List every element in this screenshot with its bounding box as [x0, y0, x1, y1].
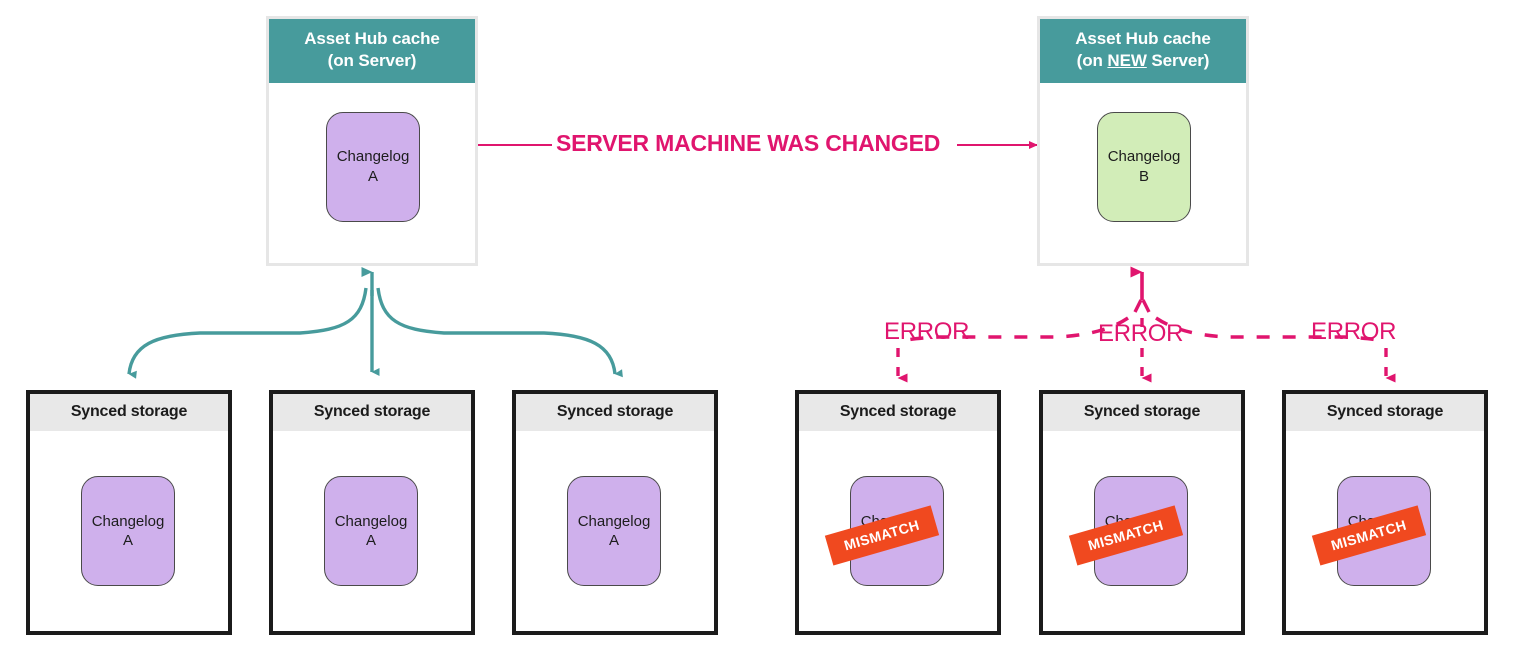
hub-title-line2-post: Server): [1146, 50, 1210, 70]
error-label-1: ERROR: [884, 318, 970, 345]
changelog-label: Changelog: [1107, 148, 1181, 165]
error-label-3: ERROR: [1311, 318, 1397, 345]
synced-storage-title: Synced storage: [273, 394, 471, 431]
asset-hub-cache-new-title: Asset Hub cache (on NEW Server): [1040, 19, 1246, 83]
asset-hub-cache-new-body: Changelog B: [1040, 83, 1246, 265]
synced-storage-right-3: Synced storage Changelog A MISMATCH: [1282, 390, 1488, 635]
synced-storage-title: Synced storage: [1286, 394, 1484, 431]
synced-storage-body: Changelog A MISMATCH: [799, 431, 997, 628]
hub-title-line2-post: Server): [358, 50, 417, 70]
synced-storage-body: Changelog A: [516, 431, 714, 628]
hub-title-line1: Asset Hub cache: [304, 29, 440, 48]
synced-storage-left-3: Synced storage Changelog A: [512, 390, 718, 635]
changelog-a-left-2: Changelog A: [324, 476, 418, 586]
error-arrow-up-hub: [1130, 266, 1151, 313]
synced-storage-body: Changelog A: [273, 431, 471, 628]
asset-hub-cache-old-title: Asset Hub cache (on Server): [269, 19, 475, 83]
changelog-a-left-3: Changelog A: [567, 476, 661, 586]
synced-storage-right-1: Synced storage Changelog A MISMATCH: [795, 390, 1001, 635]
server-machine-changed-label: SERVER MACHINE WAS CHANGED: [556, 130, 941, 156]
hub-title-line1: Asset Hub cache: [1075, 29, 1211, 48]
changelog-b-hub-new: Changelog B: [1097, 111, 1191, 222]
changelog-id: A: [122, 532, 133, 549]
changelog-a-left-1: Changelog A: [81, 476, 175, 586]
asset-hub-cache-new: Asset Hub cache (on NEW Server) Changelo…: [1037, 16, 1249, 266]
synced-storage-body: Changelog A MISMATCH: [1286, 431, 1484, 628]
asset-hub-cache-old-body: Changelog A: [269, 83, 475, 265]
asset-hub-cache-old: Asset Hub cache (on Server) Changelog A: [266, 16, 478, 266]
synced-storage-left-2: Synced storage Changelog A: [269, 390, 475, 635]
synced-storage-body: Changelog A MISMATCH: [1043, 431, 1241, 628]
synced-storage-title: Synced storage: [516, 394, 714, 431]
hub-title-line2-pre: (on: [1076, 50, 1108, 70]
hub-title-line2-pre: (on: [327, 50, 359, 70]
hub-title-line2-emphasis: NEW: [1107, 50, 1147, 70]
changelog-label: Changelog: [91, 512, 165, 530]
synced-storage-left-1: Synced storage Changelog A: [26, 390, 232, 635]
synced-storage-title: Synced storage: [799, 394, 997, 431]
synced-storage-right-2: Synced storage Changelog A MISMATCH: [1039, 390, 1245, 635]
changelog-id: B: [1138, 167, 1149, 185]
error-label-2: ERROR: [1098, 320, 1184, 347]
sync-arrow-left: [127, 287, 368, 379]
synced-storage-title: Synced storage: [30, 394, 228, 431]
changelog-label: Changelog: [336, 148, 410, 165]
changelog-id: A: [365, 532, 376, 549]
sync-arrow-right: [376, 287, 623, 378]
changelog-label: Changelog: [577, 512, 651, 530]
synced-storage-body: Changelog A: [30, 431, 228, 628]
synced-storage-title: Synced storage: [1043, 394, 1241, 431]
changelog-label: Changelog: [334, 512, 408, 530]
changelog-a-hub-old: Changelog A: [326, 111, 420, 222]
changelog-id: A: [367, 167, 378, 185]
changelog-id: A: [608, 532, 619, 549]
